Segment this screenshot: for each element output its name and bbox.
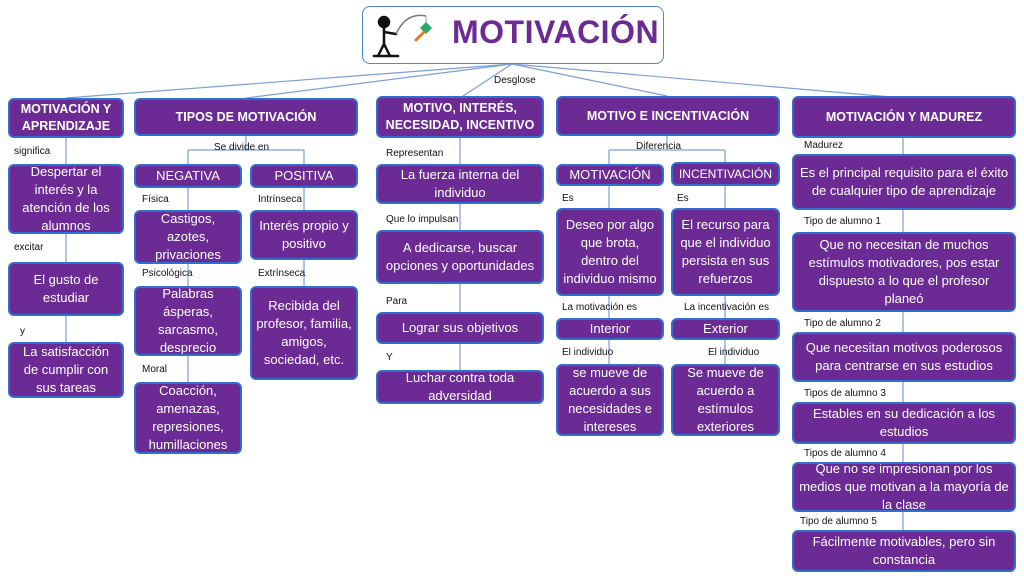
label-la-motivacion-es: La motivación es [562, 302, 638, 313]
label-es-2: Es [677, 193, 689, 204]
label-diferencia: Diferencia [636, 141, 682, 152]
node-satisfaccion: La satisfacción de cumplir con sus tarea… [8, 342, 124, 398]
label-es-1: Es [562, 193, 574, 204]
label-el-individuo-1: El individuo [562, 347, 614, 358]
header-tipos-motivacion: TIPOS DE MOTIVACIÓN [134, 98, 358, 136]
node-alumno-4: Que no se impresionan por los medios que… [792, 462, 1016, 512]
label-moral: Moral [142, 364, 168, 375]
label-y-2: Y [386, 352, 393, 363]
title-box [362, 6, 664, 64]
node-incentivacion: INCENTIVACIÓN [671, 162, 780, 186]
label-se-divide-en: Se divide en [214, 142, 270, 153]
header-motivacion-aprendizaje: MOTIVACIÓN Y APRENDIZAJE [8, 98, 124, 138]
label-madurez: Madurez [804, 140, 843, 151]
label-tipo-alumno-2: Tipo de alumno 2 [804, 318, 881, 329]
node-interes-propio: Interés propio y positivo [250, 210, 358, 260]
label-el-individuo-2: El individuo [708, 347, 760, 358]
label-representan: Representan [386, 148, 444, 159]
node-dedicarse: A dedicarse, buscar opciones y oportunid… [376, 230, 544, 284]
node-alumno-3: Estables en su dedicación a los estudios [792, 402, 1016, 444]
node-castigos: Castigos, azotes, privaciones [134, 210, 242, 264]
label-intrinseca: Intrínseca [258, 194, 302, 205]
label-tipo-alumno-5: Tipo de alumno 5 [800, 516, 877, 527]
node-despertar-interes: Despertar el interés y la atención de lo… [8, 164, 124, 234]
header-motivo-interes: MOTIVO, INTERÉS, NECESIDAD, INCENTIVO [376, 96, 544, 138]
node-el-recurso: El recurso para que el individuo persist… [671, 208, 780, 296]
label-significa: significa [14, 146, 51, 157]
node-palabras-asperas: Palabras ásperas, sarcasmo, desprecio [134, 286, 242, 356]
node-se-mueve-estimulos: Se mueve de acuerdo a estímulos exterior… [671, 364, 780, 436]
node-deseo-por-algo: Deseo por algo que brota, dentro del ind… [556, 208, 664, 296]
page-title: MOTIVACIÓN [452, 14, 660, 50]
node-luchar-adversidad: Luchar contra toda adversidad [376, 370, 544, 404]
node-lograr-objetivos: Lograr sus objetivos [376, 312, 544, 344]
node-exterior: Exterior [671, 318, 780, 340]
node-se-mueve-necesidades: se mueve de acuerdo a sus necesidades e … [556, 364, 664, 436]
label-tipo-alumno-4: Tipos de alumno 4 [804, 448, 886, 459]
node-alumno-1: Que no necesitan de muchos estímulos mot… [792, 232, 1016, 312]
node-negativa: NEGATIVA [134, 164, 242, 188]
mascot-fishing-icon [372, 14, 432, 58]
label-la-incentivacion-es: La incentivación es [684, 302, 770, 313]
node-principal-requisito: Es el principal requisito para el éxito … [792, 154, 1016, 210]
node-positiva: POSITIVA [250, 164, 358, 188]
label-tipo-alumno-3: Tipos de alumno 3 [804, 388, 886, 399]
label-psicologica: Psicológica [142, 268, 193, 279]
node-coaccion: Coacción, amenazas, represiones, humilla… [134, 382, 242, 454]
node-fuerza-interna: La fuerza interna del individuo [376, 164, 544, 204]
label-y-1: y [20, 326, 25, 337]
header-motivo-incentivacion: MOTIVO E INCENTIVACIÓN [556, 96, 780, 136]
node-gusto-estudiar: El gusto de estudiar [8, 262, 124, 316]
label-extrinseca: Extrínseca [258, 268, 306, 279]
label-para: Para [386, 296, 408, 307]
node-recibida-profesor: Recibida del profesor, familia, amigos, … [250, 286, 358, 380]
label-fisica: Física [142, 194, 169, 205]
label-desglose: Desglose [494, 75, 536, 86]
header-motivacion-madurez: MOTIVACIÓN Y MADUREZ [792, 96, 1016, 138]
node-alumno-2: Que necesitan motivos poderosos para cen… [792, 332, 1016, 382]
node-motivacion: MOTIVACIÓN [556, 164, 664, 186]
label-tipo-alumno-1: Tipo de alumno 1 [804, 216, 881, 227]
label-excitar: excitar [14, 242, 44, 253]
label-que-lo-impulsan: Que lo impulsan [386, 214, 459, 225]
node-interior: Interior [556, 318, 664, 340]
node-alumno-5: Fácilmente motivables, pero sin constanc… [792, 530, 1016, 572]
